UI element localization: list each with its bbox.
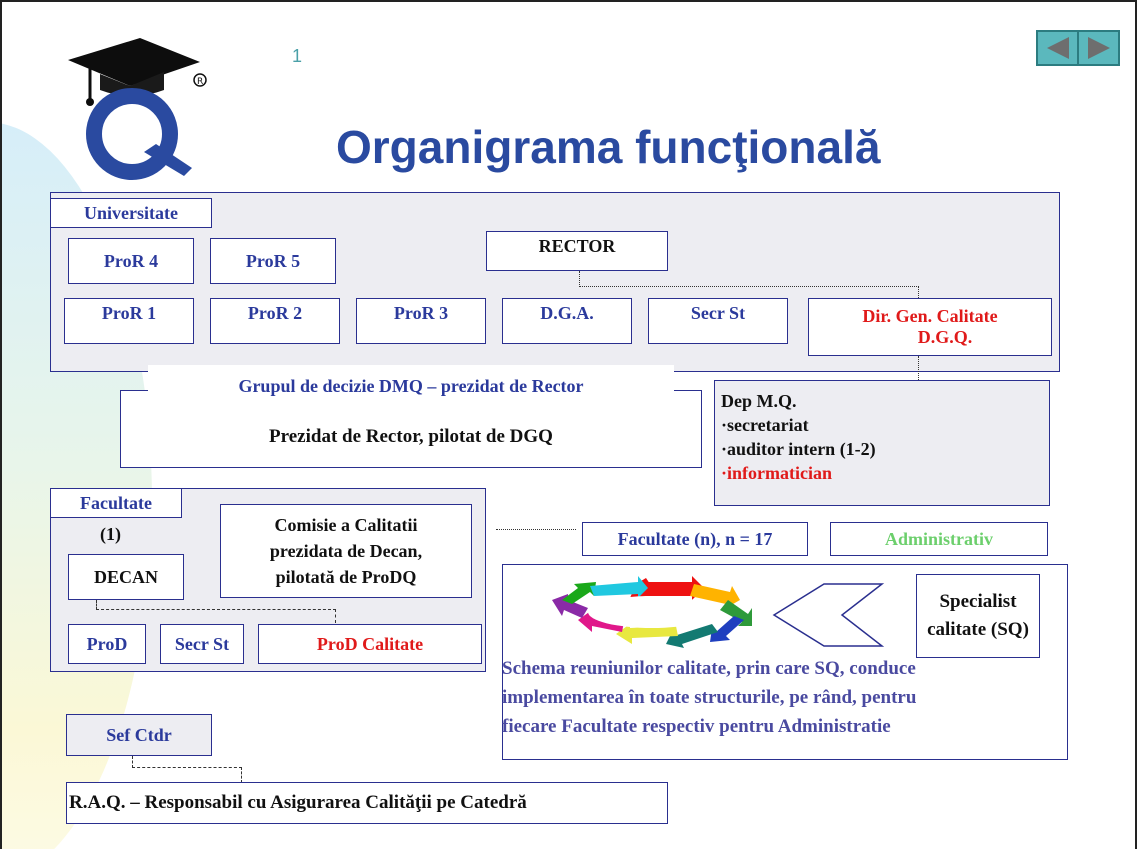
pror-5-box: ProR 5 [210, 238, 336, 284]
rector-box: RECTOR [486, 231, 668, 271]
dgq-line-1: Dir. Gen. Calitate [862, 306, 998, 326]
schema-text-line: Schema reuniunilor calitate, prin care S… [502, 658, 916, 679]
chevron-arrow-shape [772, 583, 885, 647]
faculty-secr-st-box: Secr St [160, 624, 244, 664]
prod-box: ProD [68, 624, 146, 664]
faculty-index: (1) [100, 524, 121, 544]
commission-line: prezidata de Decan, [269, 541, 423, 561]
svg-text:R: R [197, 77, 203, 87]
dean-connector [96, 600, 97, 610]
dgq-connector [918, 356, 919, 382]
schema-text-line: fiecare Facultate respectiv pentru Admin… [502, 716, 891, 737]
specialist-box: Specialist calitate (SQ) [916, 574, 1040, 658]
dep-mq-item: ·secretariat [721, 415, 809, 435]
dep-mq-box: Dep M.Q. ·secretariat ·auditor intern (1… [714, 380, 1050, 506]
commission-line: pilotată de ProDQ [275, 567, 417, 587]
faculty-n-box: Facultate (n), n = 17 [582, 522, 808, 556]
specialist-line: Specialist [939, 591, 1017, 612]
administrativ-box: Administrativ [830, 522, 1048, 556]
slide-navigation [1036, 30, 1120, 66]
pror-1-box: ProR 1 [64, 298, 194, 344]
dean-connector [335, 609, 336, 623]
sef-ctdr-connector [132, 756, 133, 768]
sef-ctdr-box: Sef Ctdr [66, 714, 212, 756]
rector-connector [579, 286, 919, 287]
university-label: Universitate [50, 198, 212, 228]
faculty-n-connector [496, 529, 576, 530]
slide-title: Organigrama funcţională [336, 121, 881, 173]
prod-quality-box: ProD Calitate [258, 624, 482, 664]
quality-cycle-ring [552, 576, 752, 648]
rector-connector [579, 271, 580, 287]
schema-text-line: implementarea în toate structurile, pe r… [502, 687, 917, 708]
slide-number: 1 [292, 46, 303, 66]
next-slide-button[interactable] [1079, 32, 1118, 64]
rector-connector [918, 286, 919, 298]
sef-ctdr-connector [132, 767, 242, 768]
pror-4-box: ProR 4 [68, 238, 194, 284]
secr-st-box: Secr St [648, 298, 788, 344]
dep-mq-item-highlight: ·informatician [721, 463, 833, 483]
graduation-cap-q-logo: R [68, 38, 207, 180]
schema-text: Schema reuniunilor calitate, prin care S… [502, 654, 1068, 741]
commission-line: Comisie a Calitatii [274, 515, 418, 535]
commission-box: Comisie a Calitatii prezidata de Decan, … [220, 504, 472, 598]
dean-connector [96, 609, 336, 610]
pror-2-box: ProR 2 [210, 298, 340, 344]
next-arrow-icon [1087, 37, 1110, 59]
dep-mq-title: Dep M.Q. [721, 391, 797, 411]
raq-box: R.A.Q. – Responsabil cu Asigurarea Calit… [66, 782, 668, 824]
faculty-label: Facultate [50, 488, 182, 518]
sef-ctdr-connector [241, 767, 242, 783]
prev-slide-button[interactable] [1038, 32, 1079, 64]
decision-group-body: Prezidat de Rector, pilotat de DGQ [269, 426, 553, 447]
dga-box: D.G.A. [502, 298, 632, 344]
decision-group-heading: Grupul de decizie DMQ – prezidat de Rect… [148, 365, 674, 407]
prev-arrow-icon [1046, 37, 1069, 59]
dgq-box: Dir. Gen. Calitate D.G.Q. [808, 298, 1052, 356]
pror-3-box: ProR 3 [356, 298, 486, 344]
specialist-line: calitate (SQ) [927, 619, 1029, 640]
dgq-line-2: D.G.Q. [917, 327, 973, 347]
dean-box: DECAN [68, 554, 184, 600]
dep-mq-item: ·auditor intern (1-2) [721, 439, 876, 459]
